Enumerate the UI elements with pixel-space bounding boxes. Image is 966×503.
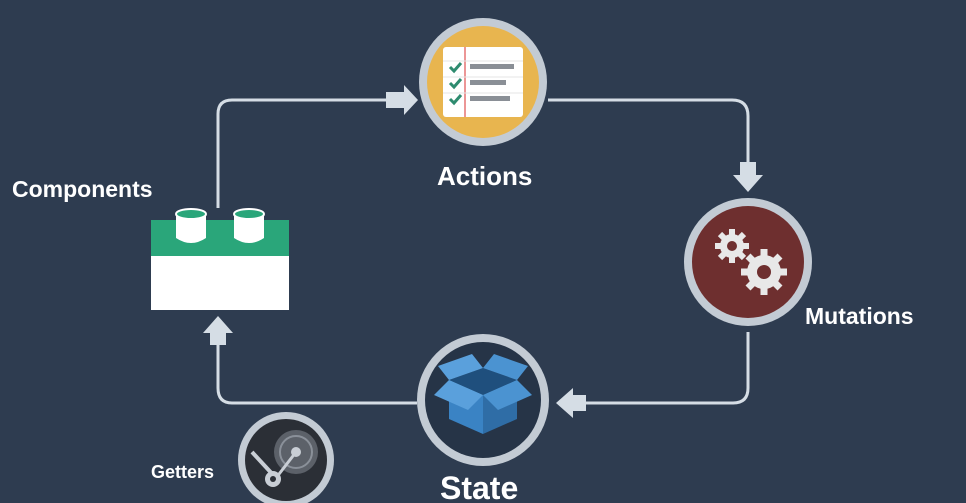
large-gear-icon xyxy=(741,249,787,295)
gears-icon xyxy=(715,229,787,295)
getters-node xyxy=(238,412,334,503)
checklist-icon xyxy=(443,47,523,117)
flow-arrowheads xyxy=(203,85,763,418)
lego-stud-right xyxy=(233,208,265,243)
state-label: State xyxy=(440,470,519,503)
state-node xyxy=(417,334,549,466)
gramophone-icon xyxy=(250,430,318,487)
lego-block-icon xyxy=(151,208,289,310)
flow-connectors xyxy=(216,98,750,405)
connector-mutations-to-state xyxy=(585,332,750,405)
actions-label: Actions xyxy=(437,161,533,191)
mutations-node xyxy=(684,198,812,326)
arrow-to-components-icon xyxy=(203,316,233,345)
mutations-label: Mutations xyxy=(805,303,914,329)
components-node xyxy=(151,208,289,310)
open-box-icon xyxy=(434,354,532,434)
arrow-to-actions-icon xyxy=(386,85,418,115)
arrow-to-state-icon xyxy=(556,388,586,418)
arrow-to-mutations-icon xyxy=(733,162,763,192)
connector-components-to-actions xyxy=(216,98,386,208)
components-label: Components xyxy=(12,176,153,202)
actions-node xyxy=(419,18,547,146)
getters-label: Getters xyxy=(151,462,215,482)
connector-actions-to-mutations xyxy=(548,98,750,168)
connector-state-to-components xyxy=(216,340,417,405)
lego-stud-left xyxy=(175,208,207,243)
small-gear-icon xyxy=(715,229,749,263)
